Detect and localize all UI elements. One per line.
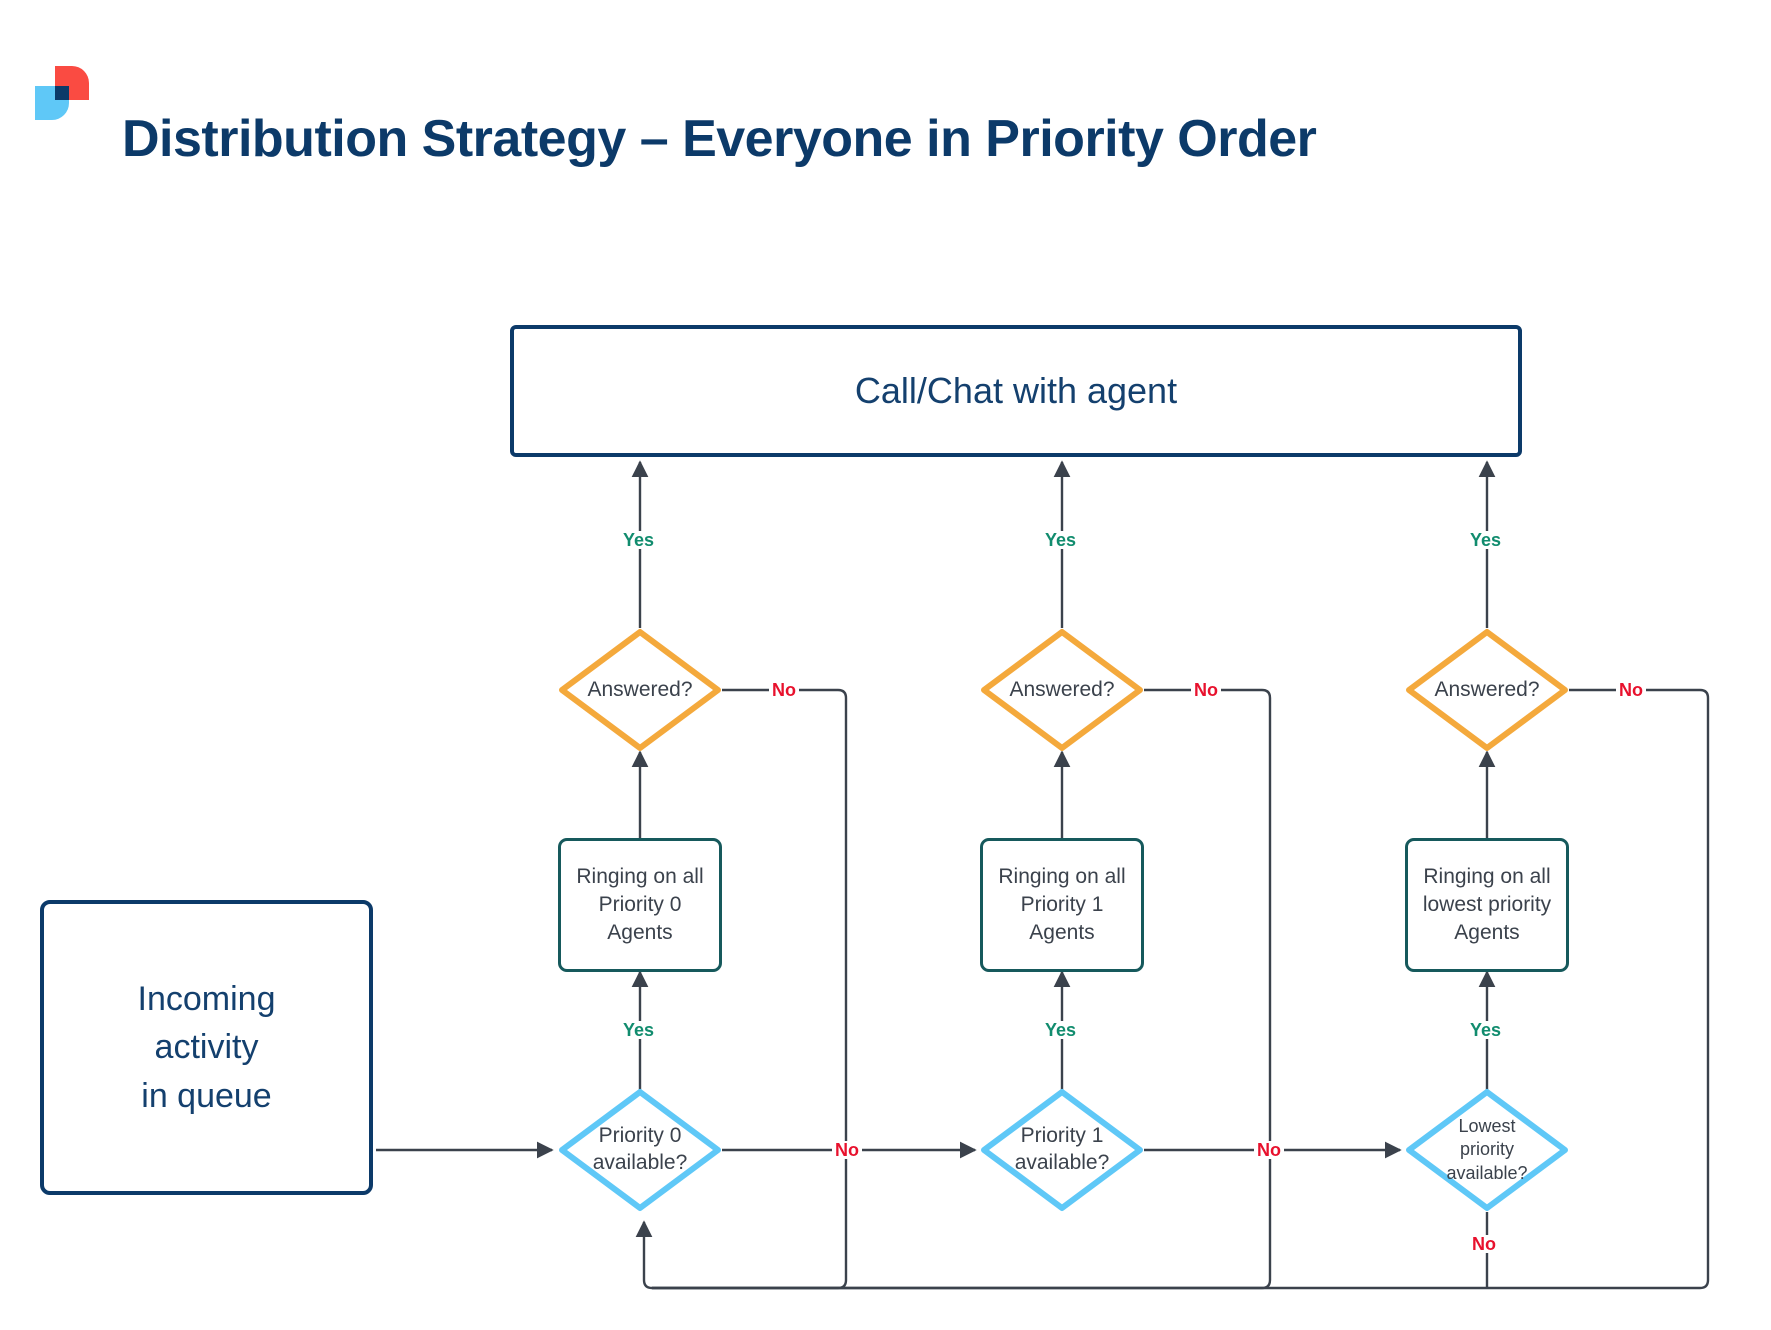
ringing-2-line-3: Agents xyxy=(1454,920,1520,944)
edge-label-answered-yes-1: Yes xyxy=(620,531,658,549)
lowest-priority-available-label: Lowest priority available? xyxy=(1405,1088,1569,1212)
edge-label-available-yes-3: Yes xyxy=(1467,1021,1505,1039)
ringing-1-line-2: Priority 1 xyxy=(1020,893,1104,917)
answered-decision-3-label: Answered? xyxy=(1434,677,1540,701)
answered-decision-2[interactable]: Answered? xyxy=(980,628,1144,752)
ringing-2-line-1: Ringing on all xyxy=(1423,865,1551,889)
edge-label-answered-yes-3: Yes xyxy=(1467,531,1505,549)
lowest-line-2: priority xyxy=(1459,1139,1514,1160)
ringing-priority-1-box[interactable]: Ringing on all Priority 1 Agents xyxy=(980,838,1144,972)
call-chat-with-agent-label: Call/Chat with agent xyxy=(854,370,1178,411)
brand-logo-icon xyxy=(31,62,93,124)
queue-line-3: in queue xyxy=(141,1076,272,1115)
diamond-shape xyxy=(559,629,721,751)
page-title: Distribution Strategy – Everyone in Prio… xyxy=(122,110,1317,168)
call-chat-with-agent-box[interactable]: Call/Chat with agent xyxy=(510,325,1522,457)
ringing-1-line-3: Agents xyxy=(1029,920,1095,944)
incoming-activity-queue-box[interactable]: Incoming activity in queue xyxy=(40,900,373,1195)
diamond-shape xyxy=(981,1089,1143,1211)
ringing-2-line-2: lowest priority xyxy=(1422,893,1552,917)
lowest-priority-available-decision[interactable]: Lowest priority available? xyxy=(1405,1088,1569,1212)
diamond-shape xyxy=(1406,1089,1568,1211)
edge-label-answered-no-1: No xyxy=(769,681,799,699)
ringing-priority-0-box[interactable]: Ringing on all Priority 0 Agents xyxy=(558,838,722,972)
priority-1-available-decision[interactable]: Priority 1 available? xyxy=(980,1088,1144,1212)
answered-decision-3[interactable]: Answered? xyxy=(1405,628,1569,752)
priority-0-available-label: Priority 0 available? xyxy=(558,1088,722,1212)
ringing-0-line-3: Agents xyxy=(607,920,673,944)
queue-line-1: Incoming xyxy=(137,980,276,1019)
edge-label-answered-no-2: No xyxy=(1191,681,1221,699)
priority-1-available-label: Priority 1 available? xyxy=(980,1088,1144,1212)
lowest-line-3: available? xyxy=(1446,1162,1528,1183)
lowest-line-1: Lowest xyxy=(1458,1116,1516,1137)
diamond-shape xyxy=(559,1089,721,1211)
ringing-lowest-priority-box[interactable]: Ringing on all lowest priority Agents xyxy=(1405,838,1569,972)
diamond-shape xyxy=(1406,629,1568,751)
priority-0-line-2: available? xyxy=(592,1151,688,1174)
edge-label-available-no-2: No xyxy=(1254,1141,1284,1159)
answered-decision-1[interactable]: Answered? xyxy=(558,628,722,752)
edge-label-answered-no-3: No xyxy=(1616,681,1646,699)
edge-label-available-yes-2: Yes xyxy=(1042,1021,1080,1039)
edge-label-available-no-1: No xyxy=(832,1141,862,1159)
answered-decision-2-label: Answered? xyxy=(1009,677,1115,701)
priority-0-line-1: Priority 0 xyxy=(598,1124,682,1148)
priority-1-line-2: available? xyxy=(1014,1151,1110,1174)
diamond-shape xyxy=(981,629,1143,751)
priority-0-available-decision[interactable]: Priority 0 available? xyxy=(558,1088,722,1212)
edge-label-answered-yes-2: Yes xyxy=(1042,531,1080,549)
priority-1-line-1: Priority 1 xyxy=(1020,1124,1104,1148)
edge-label-available-no-3: No xyxy=(1469,1235,1499,1253)
queue-line-2: activity xyxy=(154,1028,259,1067)
ringing-0-line-1: Ringing on all xyxy=(576,865,704,889)
ringing-0-line-2: Priority 0 xyxy=(598,893,682,917)
answered-decision-1-label: Answered? xyxy=(587,677,693,701)
edge-label-available-yes-1: Yes xyxy=(620,1021,658,1039)
ringing-1-line-1: Ringing on all xyxy=(998,865,1126,889)
